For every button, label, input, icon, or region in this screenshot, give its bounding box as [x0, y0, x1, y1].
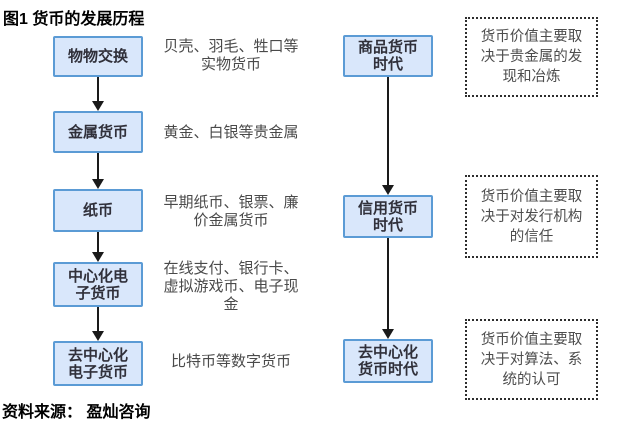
arrow-line — [97, 77, 99, 101]
era-box-credit-currency: 信用货币 时代 — [343, 195, 433, 238]
stage-description-centralized-e-currency: 在线支付、银行卡、 虚拟游戏币、电子现 金 — [163, 260, 299, 313]
down-arrow — [91, 307, 105, 341]
era-box-decentralized-currency: 去中心化 货币时代 — [343, 339, 433, 383]
arrow-head-icon — [92, 101, 104, 111]
arrow-line — [97, 153, 99, 179]
down-arrow — [91, 232, 105, 262]
stage-box-metal-currency: 金属货币 — [53, 111, 143, 153]
era-note-commodity-currency: 货币价值主要取 决于贵金属的发 现和冶炼 — [465, 17, 598, 97]
arrow-line — [387, 77, 389, 185]
arrow-head-icon — [382, 185, 394, 195]
stage-box-paper-money: 纸币 — [53, 189, 143, 232]
arrow-head-icon — [382, 329, 394, 339]
arrow-line — [97, 307, 99, 331]
figure-title: 图1 货币的发展历程 — [3, 11, 145, 28]
down-arrow — [91, 77, 105, 111]
down-arrow — [91, 153, 105, 189]
era-box-commodity-currency: 商品货币 时代 — [343, 35, 433, 77]
stage-description-barter: 贝壳、羽毛、牲口等 实物货币 — [163, 38, 299, 73]
arrow-line — [97, 232, 99, 252]
stage-description-decentralized-e-currency: 比特币等数字货币 — [170, 353, 291, 370]
arrow-head-icon — [92, 179, 104, 189]
stage-description-paper-money: 早期纸币、银票、廉 价金属货币 — [163, 194, 299, 229]
source-note: 资料来源： 盈灿咨询 — [2, 404, 151, 421]
down-arrow — [381, 77, 395, 195]
stage-box-centralized-e-currency: 中心化电 子货币 — [53, 262, 143, 307]
arrow-line — [387, 238, 389, 329]
era-note-decentralized-currency: 货币价值主要取 决于对算法、系 统的认可 — [465, 319, 598, 400]
era-note-credit-currency: 货币价值主要取 决于对发行机构 的信任 — [465, 175, 598, 258]
stage-box-decentralized-e-currency: 去中心化 电子货币 — [53, 341, 143, 386]
stage-box-barter: 物物交换 — [53, 36, 143, 77]
stage-description-metal-currency: 黄金、白银等贵金属 — [163, 124, 299, 141]
arrow-head-icon — [92, 331, 104, 341]
arrow-head-icon — [92, 252, 104, 262]
down-arrow — [381, 238, 395, 339]
